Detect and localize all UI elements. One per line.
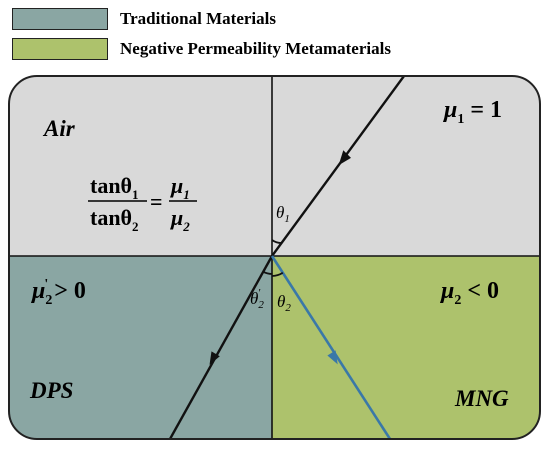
snell-equation: tanθ1 tanθ2 = μ1 μ2 <box>88 173 197 234</box>
dps-label: DPS <box>29 378 73 403</box>
mu2-prime-label: μ2' > 0 <box>30 277 86 308</box>
legend-swatch-metamaterial <box>12 38 108 60</box>
mng-region <box>272 256 540 439</box>
theta1-label: θ1 <box>276 203 290 225</box>
mng-label: MNG <box>454 386 509 411</box>
legend-swatch-traditional <box>12 8 108 30</box>
legend-label-metamaterial: Negative Permeability Metamaterials <box>120 39 391 58</box>
mu2-label: μ2 < 0 <box>439 278 499 308</box>
incident-ray-arrow-icon <box>338 150 351 166</box>
eq-denominator-right: μ2 <box>170 205 190 234</box>
dps-ray-arrow-icon <box>209 351 220 365</box>
theta2-label: θ2 <box>277 292 291 314</box>
eq-equals: = <box>150 189 163 214</box>
refracted-ray-dps <box>168 255 274 439</box>
angle-arc-theta2-prime <box>262 270 273 275</box>
theta2-prime-label: θ2' <box>250 287 264 311</box>
legend-item-metamaterial: Negative Permeability Metamaterials <box>12 38 391 60</box>
legend-item-traditional: Traditional Materials <box>12 8 276 30</box>
air-region <box>9 76 540 256</box>
angle-arc-theta1 <box>271 239 282 244</box>
mu1-label: μ1 = 1 <box>442 97 502 127</box>
angle-arc-theta2 <box>271 272 284 277</box>
mng-ray-arrow-icon <box>327 350 338 365</box>
incident-ray <box>271 76 405 257</box>
legend-label-traditional: Traditional Materials <box>120 9 276 28</box>
eq-numerator-left: tanθ1 <box>90 173 139 202</box>
refracted-ray-mng <box>270 255 392 439</box>
eq-numerator-right: μ1 <box>170 173 190 202</box>
eq-denominator-left: tanθ2 <box>90 205 139 234</box>
air-label: Air <box>42 116 76 141</box>
diagram-frame <box>8 75 541 440</box>
dps-region <box>9 256 272 439</box>
